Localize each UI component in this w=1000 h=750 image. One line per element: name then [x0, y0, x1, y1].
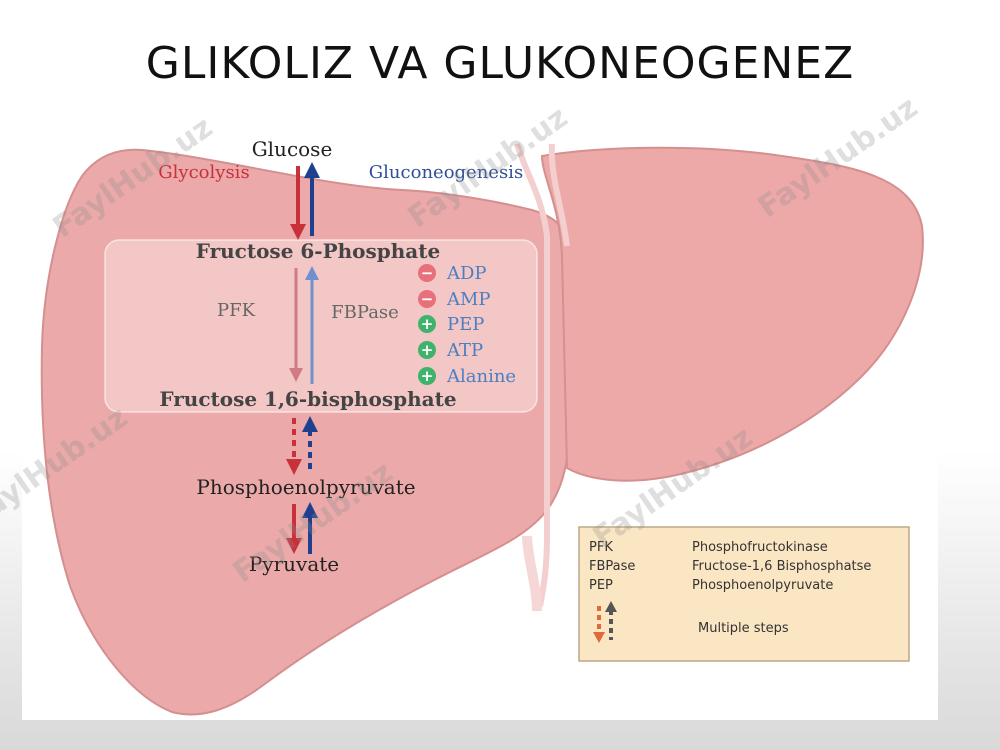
legend-full-pfk: Phosphofructokinase	[692, 540, 828, 555]
arrow-f6p-to-glucose	[304, 162, 320, 236]
svg-text:+: +	[421, 341, 434, 359]
label-pfk: PFK	[217, 300, 256, 321]
label-fbpase: FBPase	[331, 302, 399, 323]
legend-abbr-fbpase: FBPase	[589, 559, 635, 574]
legend-multiple-steps: Multiple steps	[698, 621, 789, 636]
label-gluconeogenesis: Gluconeogenesis	[369, 162, 523, 183]
label-pyruvate: Pyruvate	[249, 552, 339, 576]
label-pep: Phosphoenolpyruvate	[196, 475, 415, 499]
inhibit-icon	[418, 290, 436, 308]
regulator-item: − AMP	[418, 289, 491, 310]
slide-title: GLIKOLIZ VA GLUKONEOGENEZ	[145, 38, 855, 89]
svg-text:−: −	[421, 264, 434, 282]
arrow-glucose-to-f6p	[290, 166, 306, 240]
svg-text:AMP: AMP	[446, 289, 491, 310]
liver-shape	[40, 148, 571, 716]
legend-abbr-pep: PEP	[589, 578, 613, 593]
arrow-pep-to-pyruvate	[286, 504, 302, 554]
legend: PFK Phosphofructokinase FBPase Fructose-…	[578, 526, 910, 662]
arrow-f6p-to-f16bp	[289, 268, 303, 382]
svg-text:+: +	[421, 367, 434, 385]
multiple-steps-icon	[593, 601, 617, 643]
legend-full-pep: Phosphoenolpyruvate	[692, 578, 833, 593]
regulator-item: − ADP	[418, 263, 487, 284]
svg-text:−: −	[421, 290, 434, 308]
activate-icon	[418, 315, 436, 333]
arrow-f16bp-to-pep-multistep	[286, 418, 302, 475]
legend-abbr-pfk: PFK	[589, 540, 613, 555]
liver-pathway-figure: Glucose Glycolysis Gluconeogenesis Fruct…	[22, 116, 938, 720]
label-glycolysis: Glycolysis	[158, 162, 249, 183]
svg-text:ATP: ATP	[446, 340, 483, 361]
regulator-list: − ADP − AMP + PEP + ATP + Alanine	[418, 263, 516, 387]
label-f16bp: Fructose 1,6-bisphosphate	[159, 387, 456, 411]
regulator-item: + ATP	[418, 340, 483, 361]
arrow-f16bp-to-f6p	[305, 266, 319, 384]
legend-full-fbpase: Fructose-1,6 Bisphosphatse	[692, 559, 871, 574]
svg-text:PEP: PEP	[447, 314, 484, 335]
svg-text:+: +	[421, 315, 434, 333]
liver-right-lobe	[540, 146, 924, 482]
activate-icon	[418, 341, 436, 359]
pathway-diagram: Glucose Glycolysis Gluconeogenesis Fruct…	[40, 137, 924, 716]
label-f6p: Fructose 6-Phosphate	[196, 239, 440, 263]
arrow-pyruvate-to-pep	[302, 502, 318, 554]
label-glucose: Glucose	[252, 137, 333, 161]
inhibit-icon	[418, 264, 436, 282]
activate-icon	[418, 367, 436, 385]
liver-ligament	[514, 143, 570, 607]
regulator-item: + Alanine	[418, 366, 516, 387]
svg-text:ADP: ADP	[446, 263, 487, 284]
arrow-pep-to-f16bp-multistep	[302, 416, 318, 472]
svg-text:Alanine: Alanine	[446, 366, 516, 387]
regulator-item: + PEP	[418, 314, 484, 335]
